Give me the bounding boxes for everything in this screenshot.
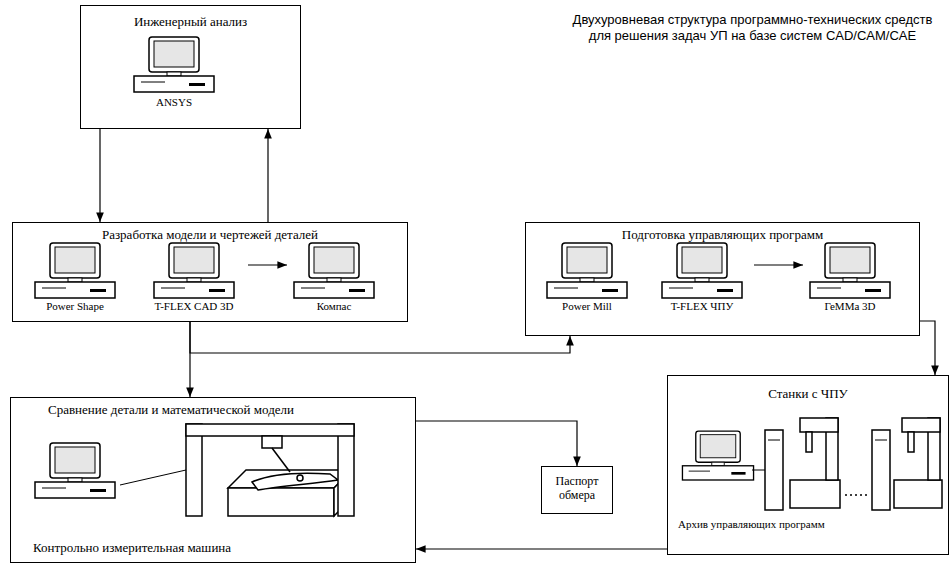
node-label: Power Shape bbox=[25, 300, 125, 313]
node-label: T-FLEX CAD 3D bbox=[142, 300, 246, 313]
computer-icon bbox=[810, 243, 890, 298]
computer-icon bbox=[294, 243, 374, 298]
node-label: Разработка модели и чертежей деталей bbox=[13, 227, 407, 243]
node-label: Power Mill bbox=[537, 300, 637, 313]
measuring-machine bbox=[120, 424, 354, 516]
computer-node: T-FLEX ЧПУ bbox=[652, 240, 752, 316]
computer-node: ГеММа 3D bbox=[800, 240, 900, 316]
node-caption: Контрольно измерительная машина bbox=[33, 540, 353, 556]
process-box: Подготовка управляющих программPower Mil… bbox=[525, 222, 920, 336]
flow-arrow bbox=[99, 129, 100, 222]
node-label: Станки с ЧПУ bbox=[668, 386, 948, 402]
flow-arrow bbox=[920, 321, 935, 375]
flow-arrow bbox=[754, 264, 803, 265]
computer-icon bbox=[35, 243, 115, 298]
node-label: Сравнение детали и математической модели bbox=[21, 402, 321, 418]
node-label: T-FLEX ЧПУ bbox=[652, 300, 752, 313]
process-box: Разработка модели и чертежей деталейPowe… bbox=[12, 222, 408, 322]
node-label: ANSYS bbox=[128, 96, 220, 109]
node-label: Паспорт обмера bbox=[542, 474, 612, 503]
node-label: Подготовка управляющих программ bbox=[526, 227, 919, 243]
process-box: Сравнение детали и математической модели… bbox=[10, 397, 416, 563]
flow-arrow bbox=[416, 421, 577, 466]
process-box: Инженерный анализANSYS bbox=[80, 5, 301, 129]
computer-node: T-FLEX CAD 3D bbox=[142, 240, 246, 316]
node-label: ГеММа 3D bbox=[800, 300, 900, 313]
process-box: Станки с ЧПУ Архив управляющих программ bbox=[667, 375, 949, 555]
computer-icon bbox=[662, 243, 742, 298]
flow-arrow bbox=[416, 548, 667, 549]
computer-icon bbox=[154, 243, 234, 298]
node-caption: Архив управляющих программ bbox=[678, 518, 878, 531]
computer-node: Power Mill bbox=[537, 240, 637, 316]
node-label: Инженерный анализ bbox=[81, 14, 300, 30]
diagram-title: Двухуровневая структура программно-техни… bbox=[560, 12, 945, 45]
document-box: Паспорт обмера bbox=[541, 466, 613, 514]
cnc-machines bbox=[752, 418, 942, 510]
computer-icon bbox=[682, 431, 753, 480]
computer-icon bbox=[134, 37, 214, 92]
node-label: Компас bbox=[284, 300, 384, 313]
computer-node: Power Shape bbox=[25, 240, 125, 316]
computer-icon bbox=[547, 243, 627, 298]
computer-node: Компас bbox=[284, 240, 384, 316]
flow-arrow bbox=[190, 322, 570, 353]
flow-arrow bbox=[248, 264, 287, 265]
flow-arrow bbox=[267, 129, 268, 222]
computer-node: ANSYS bbox=[128, 34, 220, 112]
computer-icons bbox=[35, 37, 890, 498]
computer-icon bbox=[35, 443, 115, 498]
